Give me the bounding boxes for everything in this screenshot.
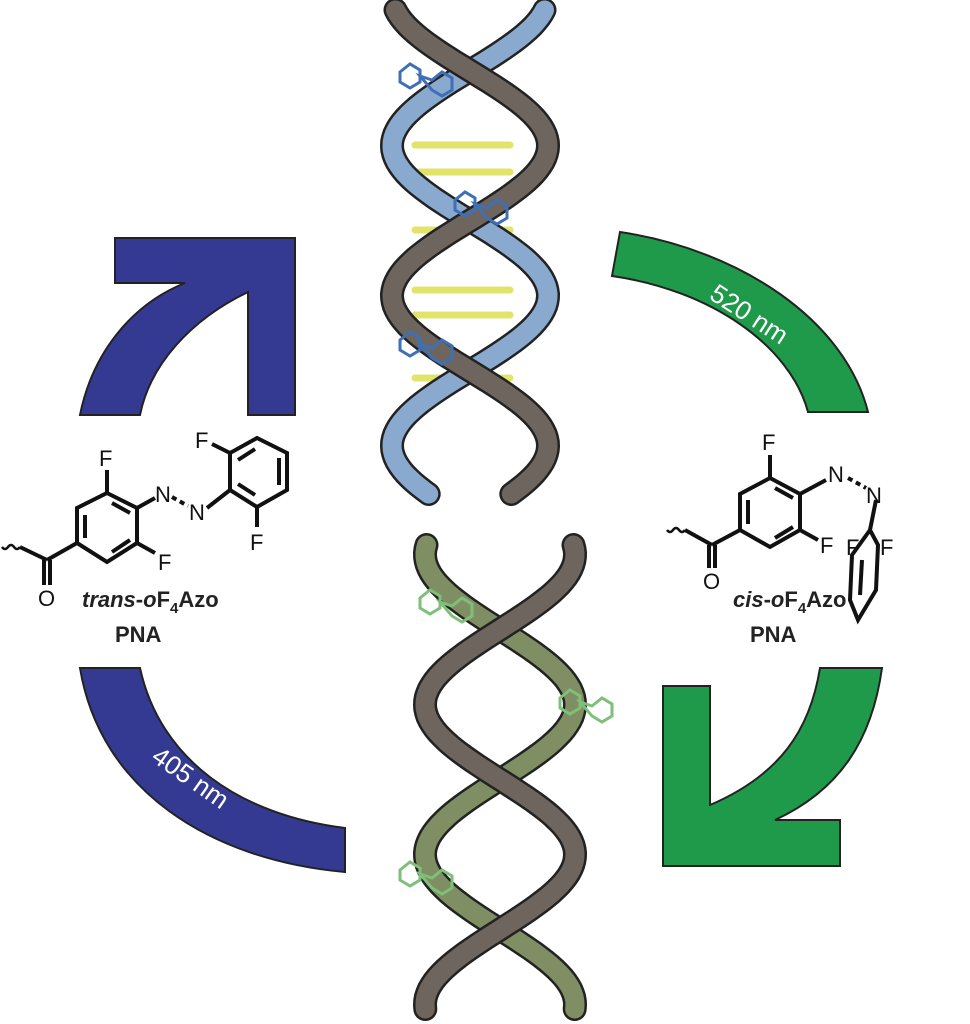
atom-f: F bbox=[846, 535, 859, 560]
name-prefix: cis bbox=[733, 587, 764, 612]
cis-atom-labels: F F F F N N O bbox=[703, 430, 893, 594]
name-f: F bbox=[784, 587, 797, 612]
atom-o: O bbox=[38, 586, 55, 611]
blue-arc-405nm bbox=[78, 667, 346, 874]
name-prefix: trans bbox=[82, 587, 136, 612]
trans-atom-labels: F F F F N N O bbox=[38, 428, 263, 611]
cis-molecule-name: cis-oF4Azo bbox=[733, 587, 847, 617]
name-azo: Azo bbox=[806, 587, 846, 612]
dna-strand-dark bbox=[415, 535, 585, 1019]
atom-n: N bbox=[189, 500, 205, 525]
atom-f: F bbox=[250, 530, 263, 555]
atom-n: N bbox=[866, 483, 882, 508]
name-f: F bbox=[157, 587, 170, 612]
atom-o: O bbox=[703, 569, 720, 594]
azobenzene-icon bbox=[453, 190, 509, 226]
dna-helix-green-duplex bbox=[398, 533, 614, 1021]
cis-azo-structure bbox=[666, 455, 881, 625]
atom-f: F bbox=[820, 533, 833, 558]
azobenzene-icon bbox=[398, 62, 454, 98]
trans-pna-label: PNA bbox=[115, 622, 162, 647]
atom-f: F bbox=[762, 430, 775, 455]
name-subscript: 4 bbox=[170, 600, 179, 617]
blue-arrow-up-right bbox=[78, 237, 296, 416]
green-arrow-down-left bbox=[662, 667, 884, 867]
trans-azo-structure bbox=[1, 435, 289, 585]
trans-molecule-name: trans-oF4Azo bbox=[82, 587, 219, 617]
dna-strand-light-blue bbox=[382, 0, 558, 504]
cis-pna-label: PNA bbox=[750, 622, 797, 647]
name-o: o bbox=[771, 587, 784, 612]
azobenzene-icon bbox=[558, 688, 614, 724]
azobenzene-icon bbox=[398, 860, 454, 896]
name-subscript: 4 bbox=[798, 600, 807, 617]
azobenzene-icon bbox=[398, 330, 454, 366]
name-o: o bbox=[143, 587, 156, 612]
atom-f: F bbox=[99, 446, 112, 471]
atom-n: N bbox=[155, 482, 171, 507]
dna-strand-dark bbox=[382, 0, 558, 504]
name-azo: Azo bbox=[178, 587, 218, 612]
name-dash: - bbox=[136, 587, 143, 612]
atom-f: F bbox=[880, 535, 893, 560]
azobenzene-icon bbox=[418, 588, 474, 624]
name-dash: - bbox=[764, 587, 771, 612]
atom-n: N bbox=[828, 462, 844, 487]
atom-f: F bbox=[195, 428, 208, 453]
green-arc-520nm bbox=[610, 230, 870, 413]
dna-helix-blue-duplex bbox=[379, 0, 561, 506]
atom-f: F bbox=[158, 550, 171, 575]
